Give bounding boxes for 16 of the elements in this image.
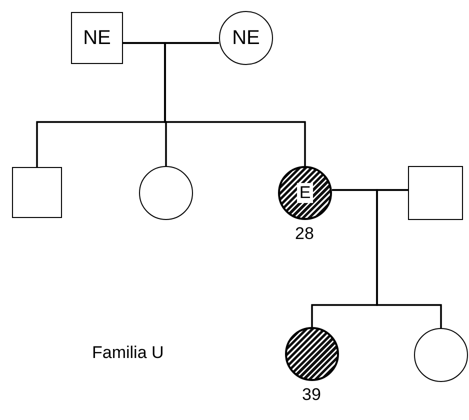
symbol-label: E	[297, 183, 313, 203]
affected-female-circle	[285, 327, 339, 381]
symbol-label: NE	[232, 26, 260, 50]
age-label: 39	[302, 385, 321, 405]
descent-line	[164, 42, 306, 166]
affected-female-circle	[278, 166, 332, 220]
male-square	[12, 167, 62, 218]
symbol-label: NE	[83, 26, 111, 50]
descent-line	[376, 189, 442, 328]
family-label: Familia U	[92, 343, 164, 363]
female-circle	[139, 166, 193, 220]
female-circle	[219, 11, 273, 65]
male-square	[71, 12, 123, 64]
age-label: 28	[295, 224, 314, 244]
male-square	[408, 166, 463, 220]
female-circle	[414, 328, 468, 382]
